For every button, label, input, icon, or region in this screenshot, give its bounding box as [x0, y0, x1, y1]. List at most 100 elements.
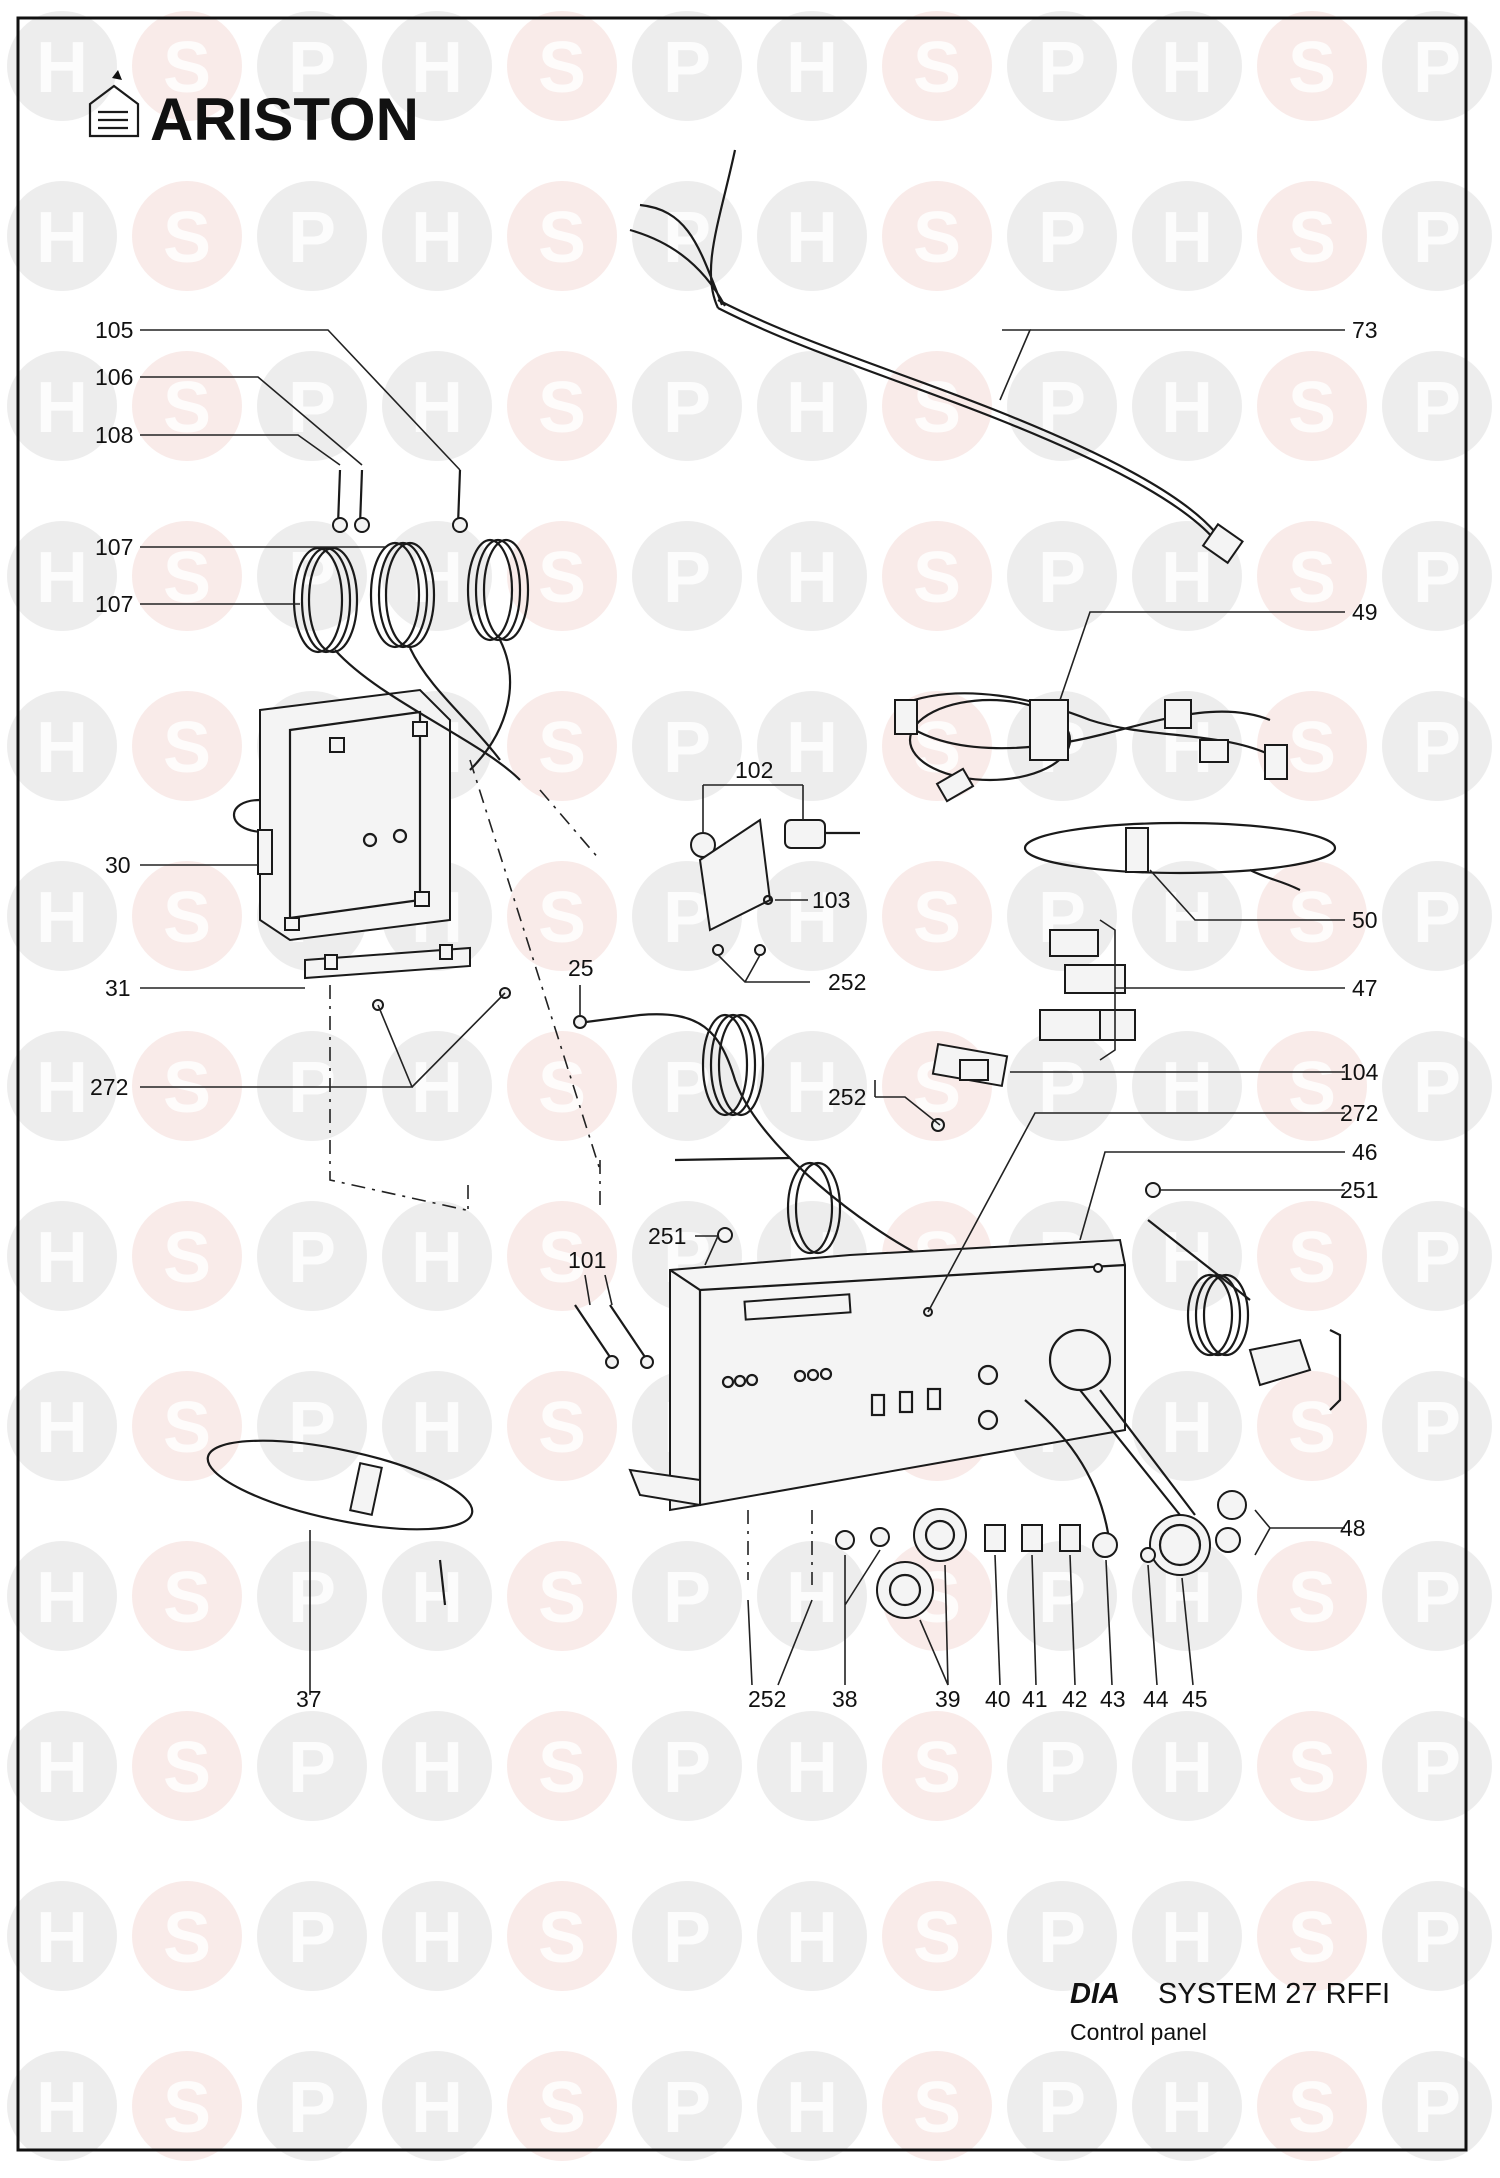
watermark-letter: H	[1161, 368, 1213, 448]
watermark-circle	[882, 861, 992, 971]
ariston-logo: ARISTON	[88, 70, 419, 153]
watermark-letter: S	[913, 28, 961, 108]
watermark-circle	[1132, 351, 1242, 461]
watermark-circle	[257, 1201, 367, 1311]
watermark-letter: P	[1413, 198, 1461, 278]
watermark-letter: H	[411, 1388, 463, 1468]
watermark-letter: H	[786, 1048, 838, 1128]
watermark-letter: H	[411, 28, 463, 108]
watermark-letter: S	[913, 878, 961, 958]
watermark-circle	[7, 861, 117, 971]
label-103: 103	[812, 887, 850, 913]
watermark-letter: P	[1038, 1558, 1086, 1638]
watermark-circle	[757, 351, 867, 461]
part-49-harness	[894, 692, 1288, 803]
watermark-letter: H	[36, 708, 88, 788]
watermark-letter: S	[1288, 1388, 1336, 1468]
label-104: 104	[1340, 1059, 1379, 1085]
watermark-circle	[257, 11, 367, 121]
watermark-letter: S	[163, 538, 211, 618]
watermark-circle	[1257, 1541, 1367, 1651]
watermark-letter: H	[36, 2068, 88, 2148]
watermark-circle	[757, 1541, 867, 1651]
label-105: 105	[95, 317, 133, 343]
part-38-39-knobs	[835, 1508, 967, 1619]
watermark-letter: S	[163, 1048, 211, 1128]
watermark-circle	[882, 1711, 992, 1821]
watermark-letter: S	[1288, 198, 1336, 278]
watermark-circle	[507, 11, 617, 121]
watermark-letter: P	[1413, 1898, 1461, 1978]
watermark-circle	[1007, 2051, 1117, 2161]
label-48: 48	[1340, 1515, 1366, 1541]
watermark-circle	[257, 1541, 367, 1651]
watermark-circle	[1132, 691, 1242, 801]
watermark-letter: P	[1413, 708, 1461, 788]
watermark-letter: H	[36, 198, 88, 278]
watermark-circle	[132, 691, 242, 801]
label-45: 45	[1182, 1686, 1208, 1712]
watermark-letter: H	[786, 878, 838, 958]
part-251-screws	[717, 1118, 1161, 1243]
watermark-letter: P	[288, 2068, 336, 2148]
watermark-circle	[507, 691, 617, 801]
watermark-circle	[632, 1031, 742, 1141]
watermark-letter: H	[786, 1898, 838, 1978]
watermark-letter: S	[538, 368, 586, 448]
watermark-circle	[1132, 861, 1242, 971]
watermark-letter: H	[1161, 1218, 1213, 1298]
watermark-circle	[882, 1881, 992, 1991]
label-40: 40	[985, 1686, 1011, 1712]
watermark-circle	[132, 1541, 242, 1651]
watermark-circle	[7, 691, 117, 801]
part-37-cable	[206, 1439, 474, 1606]
watermark-letter: P	[1038, 2068, 1086, 2148]
watermark-letter: P	[663, 1898, 711, 1978]
watermark-circle	[507, 1711, 617, 1821]
watermark-circle	[757, 691, 867, 801]
watermark-letter: H	[36, 538, 88, 618]
watermark-letter: P	[663, 878, 711, 958]
watermark-circle	[382, 1371, 492, 1481]
watermark-circle	[7, 2051, 117, 2161]
watermark-letter: P	[1038, 28, 1086, 108]
watermark-circle	[7, 1881, 117, 1991]
watermark-circle	[507, 1201, 617, 1311]
watermark-letter: S	[163, 878, 211, 958]
watermark-letter: S	[913, 1728, 961, 1808]
label-49: 49	[1352, 599, 1378, 625]
watermark-letter: H	[411, 1218, 463, 1298]
part-105-108-sensors	[332, 469, 468, 533]
label-107-top: 107	[95, 534, 133, 560]
watermark-circle	[7, 1711, 117, 1821]
watermark-circle	[1132, 1541, 1242, 1651]
label-30: 30	[105, 852, 131, 878]
watermark-circle	[1257, 2051, 1367, 2161]
watermark-letter: H	[411, 198, 463, 278]
label-37: 37	[296, 1686, 322, 1712]
watermark-circle	[1257, 351, 1367, 461]
part-47-terminal-blocks	[1039, 919, 1136, 1061]
watermark-letter: S	[913, 538, 961, 618]
watermark-circle	[257, 1881, 367, 1991]
watermark-circle	[132, 1371, 242, 1481]
model-name: SYSTEM 27 RFFI	[1158, 1978, 1390, 2010]
watermark-letter: P	[1413, 1218, 1461, 1298]
watermark-letter: H	[411, 1048, 463, 1128]
watermark-letter: S	[538, 878, 586, 958]
watermark-letter: P	[1038, 538, 1086, 618]
watermark-circle	[632, 351, 742, 461]
watermark-circle	[757, 861, 867, 971]
watermark-letter: S	[538, 708, 586, 788]
watermark-letter: H	[36, 878, 88, 958]
watermark-circle	[757, 181, 867, 291]
watermark-circle	[1132, 181, 1242, 291]
watermark-circle	[1007, 181, 1117, 291]
watermark-circle	[257, 1711, 367, 1821]
watermark-circle	[507, 1881, 617, 1991]
watermark-letter: H	[786, 368, 838, 448]
watermark-letter: H	[36, 1048, 88, 1128]
watermark-circle	[507, 861, 617, 971]
watermark-circle	[382, 1881, 492, 1991]
watermark-letter: P	[288, 1218, 336, 1298]
